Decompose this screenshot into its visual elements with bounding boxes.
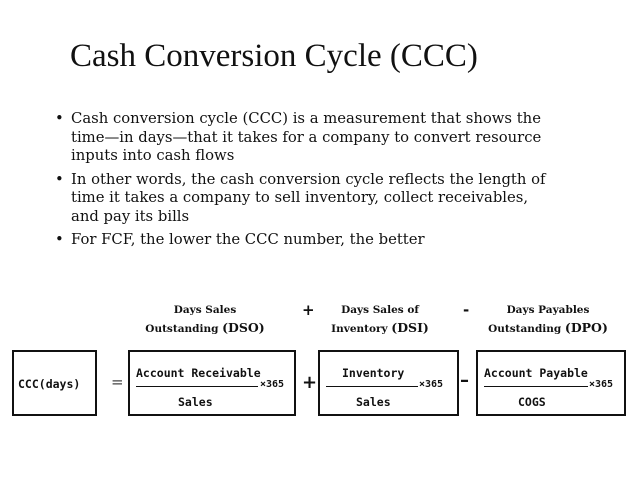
dpo-denominator: COGS (518, 395, 546, 409)
dpo-formula-box: Account Payable COGS ×365 (476, 350, 626, 416)
bullet-line: For FCF, the lower the CCC number, the b… (71, 231, 425, 248)
ccc-days-box: CCC(days) (12, 350, 97, 416)
bullet-line: inputs into cash flows (71, 147, 235, 164)
dsi-multiplier: ×365 (419, 379, 444, 390)
bullet-list: • Cash conversion cycle (CCC) is a measu… (55, 110, 620, 255)
dso-formula-box: Account Receivable Sales ×365 (128, 350, 296, 416)
dso-header-text: Outstanding (145, 323, 223, 335)
dpo-header-line2: Outstanding (DPO) (478, 319, 618, 338)
dsi-header-line2: Inventory (DSI) (320, 319, 440, 338)
dsi-numerator: Inventory (342, 366, 405, 380)
formula-plus-sign: + (302, 372, 318, 393)
formula-minus-sign: – (460, 370, 469, 391)
slide-title: Cash Conversion Cycle (CCC) (70, 38, 478, 74)
bullet-marker: • (55, 170, 64, 188)
header-plus-sign: + (302, 301, 315, 319)
dpo-fraction-bar (484, 386, 588, 387)
dso-header: Days Sales Outstanding (DSO) (135, 302, 275, 338)
ccc-days-label: CCC(days) (18, 377, 81, 391)
dpo-multiplier: ×365 (589, 379, 614, 390)
dsi-abbr: (DSI) (391, 320, 429, 335)
dso-abbr: (DSO) (222, 320, 265, 335)
dsi-formula-box: Inventory Sales ×365 (318, 350, 459, 416)
dsi-header-line1: Days Sales of (341, 304, 419, 316)
dso-denominator: Sales (178, 395, 213, 409)
dsi-header-text: Inventory (331, 323, 392, 335)
dso-header-line1: Days Sales (173, 304, 237, 316)
dso-numerator: Account Receivable (136, 366, 261, 380)
bullet-item-1: • Cash conversion cycle (CCC) is a measu… (55, 110, 620, 166)
bullet-line: time—in days—that it takes for a company… (71, 128, 542, 146)
dsi-fraction-bar (326, 386, 418, 387)
bullet-line: Cash conversion cycle (CCC) is a measure… (71, 110, 541, 127)
dso-header-line2: Outstanding (DSO) (135, 319, 275, 338)
dpo-abbr: (DPO) (564, 320, 608, 335)
dso-fraction-bar (136, 386, 258, 387)
bullet-item-2: • In other words, the cash conversion cy… (55, 171, 620, 227)
bullet-line: In other words, the cash conversion cycl… (71, 170, 546, 188)
dpo-header-line1: Days Payables (506, 304, 590, 316)
dsi-denominator: Sales (356, 395, 391, 409)
dpo-header-text: Outstanding (488, 323, 565, 335)
bullet-marker: • (55, 231, 64, 248)
dsi-header: Days Sales of Inventory (DSI) (320, 302, 440, 338)
dpo-numerator: Account Payable (484, 366, 588, 380)
dpo-header: Days Payables Outstanding (DPO) (478, 302, 618, 338)
header-minus-sign: - (463, 301, 470, 319)
bullet-line: and pay its bills (71, 207, 190, 225)
dso-multiplier: ×365 (260, 379, 285, 390)
equals-sign: = (111, 373, 124, 391)
bullet-marker: • (55, 110, 64, 127)
bullet-line: time it takes a company to sell inventor… (71, 189, 529, 206)
bullet-item-3: • For FCF, the lower the CCC number, the… (55, 231, 620, 250)
